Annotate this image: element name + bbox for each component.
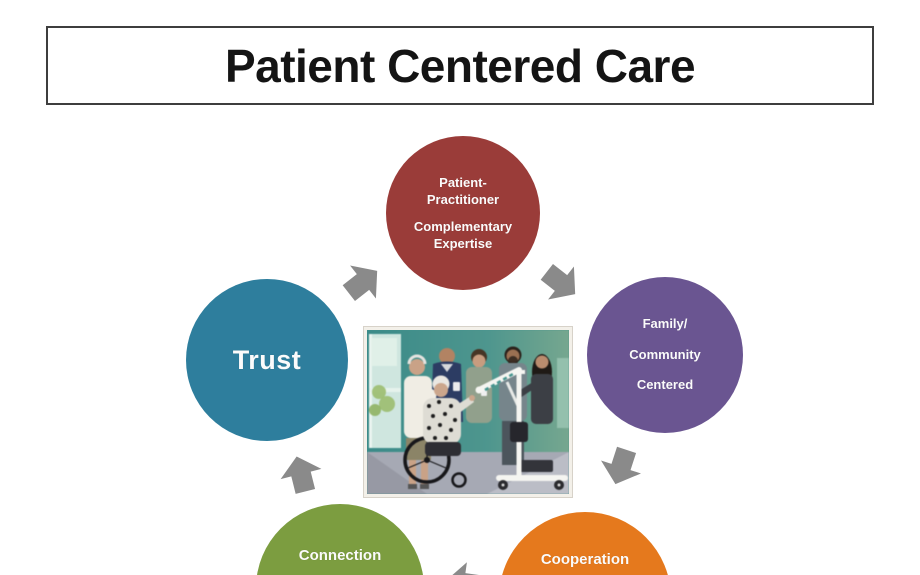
node-label: Cooperation — [540, 551, 630, 568]
cycle-node-family-community: Family/ Community Centered — [587, 277, 743, 433]
center-photo — [364, 327, 572, 497]
title-box: Patient Centered Care — [46, 26, 874, 105]
arrow-trust-to-patient-icon — [342, 265, 378, 301]
node-label: Family/ — [642, 315, 688, 331]
node-label: Centered — [636, 377, 694, 393]
node-label: Connection — [298, 547, 382, 564]
node-label: Community — [629, 346, 701, 362]
page-title: Patient Centered Care — [224, 39, 696, 92]
arrow-connection-to-trust-icon — [280, 456, 322, 494]
cycle-node-trust: Trust — [186, 279, 348, 441]
arrow-cooperation-to-connection-icon — [446, 562, 484, 575]
cycle-node-connection: Connection — [256, 504, 424, 575]
arrow-patient-to-family-icon — [540, 264, 576, 300]
arrow-family-to-cooperation-icon — [601, 446, 641, 485]
node-label: Patient-Practitioner — [426, 174, 500, 207]
cycle-node-cooperation: Cooperation — [499, 512, 671, 575]
node-label: Trust — [232, 344, 302, 375]
